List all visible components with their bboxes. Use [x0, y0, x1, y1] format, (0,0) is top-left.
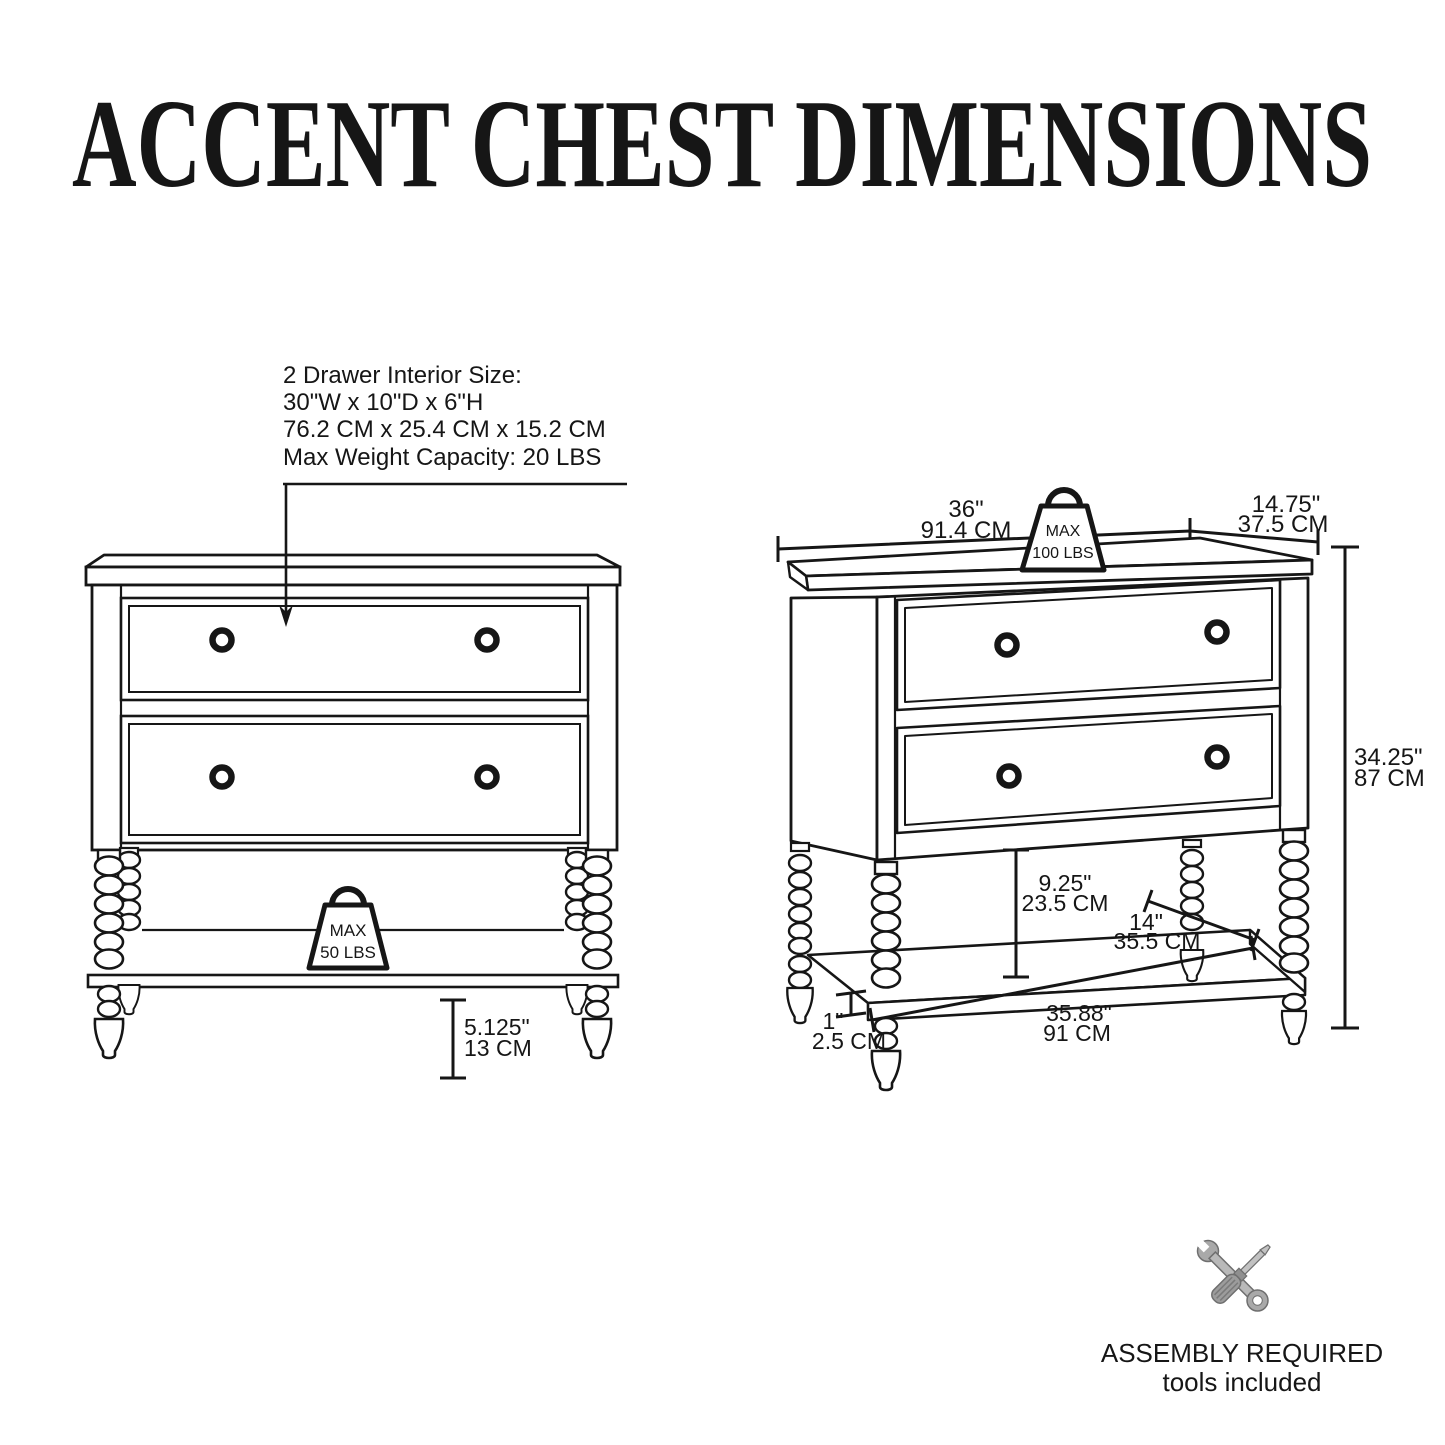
- width-dim-cm: 91.4 CM: [921, 517, 1012, 544]
- shelf-thickness-dimension: 1" 2.5 CM: [812, 989, 886, 1054]
- drawer-pull: [209, 627, 235, 653]
- rear-right-leg: [1179, 838, 1205, 932]
- shelf-thickness-in: 1": [823, 1008, 844, 1034]
- height-dim-cm: 87 CM: [1354, 765, 1425, 792]
- max-weight-100-badge: MAX 100 LBS: [1019, 487, 1107, 573]
- shelf-clearance-dimension: 9.25" 23.5 CM: [1003, 848, 1109, 979]
- callout-line2: 30"W x 10"D x 6"H: [283, 389, 483, 416]
- top-slab-side: [786, 560, 810, 592]
- assembly-note-line1: ASSEMBLY REQUIRED: [1101, 1338, 1383, 1368]
- bottom-drawer: [119, 714, 590, 845]
- shelf-clearance-in: 9.25": [1039, 870, 1092, 896]
- max-weight-100-line1: MAX: [1046, 523, 1081, 540]
- callout-arrowhead-icon: [279, 605, 293, 627]
- shelf-clearance-cm: 23.5 CM: [1022, 890, 1109, 916]
- chest-top-bevel: [84, 553, 622, 569]
- drawer-pull: [1204, 744, 1230, 770]
- max-weight-100-line2: 100 LBS: [1032, 545, 1093, 562]
- shelf-width-in: 35.88": [1046, 1000, 1112, 1026]
- front-left-leg: [870, 860, 902, 1092]
- drawer-pull: [209, 764, 235, 790]
- drawer-interior-callout: 2 Drawer Interior Size: 30"W x 10"D x 6"…: [279, 362, 627, 627]
- shelf-width-cm: 91 CM: [1043, 1020, 1111, 1046]
- drawer-pull: [474, 764, 500, 790]
- width-dim-in: 36": [948, 496, 983, 523]
- height-dim-in: 34.25": [1354, 744, 1423, 771]
- shelf-width-dimension: 35.88" 91 CM: [868, 935, 1257, 1046]
- perspective-view-chest: 36" 91.4 CM 14.75" 37.5 CM MAX 100 LBS: [776, 487, 1425, 1092]
- assembly-note-line2: tools included: [1163, 1367, 1322, 1397]
- max-weight-50-line2: 50 LBS: [320, 943, 376, 962]
- drawer-pull: [474, 627, 500, 653]
- drawer-pull: [996, 763, 1022, 789]
- front-shelf-clearance-cm: 13 CM: [464, 1035, 532, 1061]
- weight-icon: [329, 886, 367, 908]
- bottom-shelf-perspective: [806, 928, 1307, 1022]
- crossed-tools-icon: [1194, 1237, 1271, 1312]
- assembly-note: ASSEMBLY REQUIRED tools included: [1101, 1237, 1383, 1397]
- bottom-shelf: [86, 973, 620, 989]
- bottom-drawer-perspective: [895, 704, 1282, 835]
- front-shelf-clearance-in: 5.125": [464, 1014, 530, 1040]
- callout-line1: 2 Drawer Interior Size:: [283, 362, 522, 389]
- depth-dim-cm: 37.5 CM: [1238, 511, 1329, 538]
- max-weight-50-line1: MAX: [330, 921, 367, 940]
- weight-icon: [1045, 487, 1083, 509]
- chest-top-slab: [84, 565, 622, 587]
- front-right-leg: [581, 848, 613, 1060]
- drawer-pull: [1204, 619, 1230, 645]
- page-title: ACCENT CHEST DIMENSIONS: [72, 75, 1372, 214]
- max-weight-50-badge: MAX 50 LBS: [306, 886, 390, 971]
- shelf-depth-cm: 35.5 CM: [1114, 928, 1201, 954]
- callout-line4: Max Weight Capacity: 20 LBS: [283, 444, 601, 471]
- depth-dim-in: 14.75": [1252, 491, 1321, 518]
- height-dimension: 34.25" 87 CM: [1331, 545, 1425, 1030]
- front-left-leg: [93, 848, 125, 1060]
- rear-left-leg: [787, 841, 813, 956]
- front-view-chest: MAX 50 LBS: [84, 553, 622, 1060]
- carcass-side-face: [789, 595, 879, 862]
- shelf-depth-dimension: 14" 35.5 CM: [1114, 889, 1261, 954]
- front-right-leg: [1278, 828, 1310, 1046]
- shelf-thickness-cm: 2.5 CM: [812, 1028, 886, 1054]
- top-drawer: [119, 596, 590, 702]
- front-shelf-clearance-dimension: 5.125" 13 CM: [440, 998, 532, 1080]
- callout-line3: 76.2 CM x 25.4 CM x 15.2 CM: [283, 416, 606, 443]
- shelf-depth-in: 14": [1129, 909, 1163, 935]
- drawer-pull: [994, 632, 1020, 658]
- top-drawer-perspective: [895, 578, 1282, 712]
